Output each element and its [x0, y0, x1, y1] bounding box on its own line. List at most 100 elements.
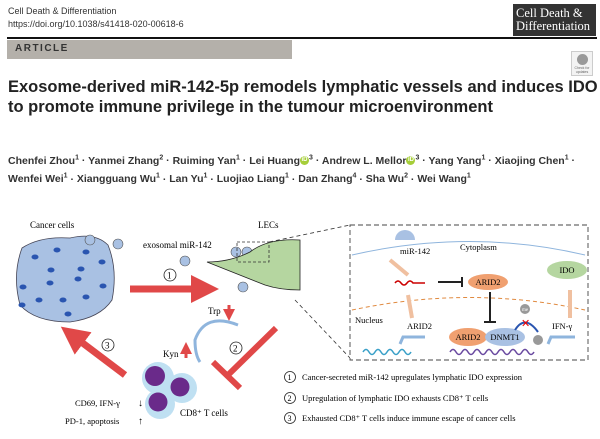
affiliation-number: 3 [415, 154, 420, 161]
cancer-cell-cluster [16, 235, 115, 323]
author-name[interactable]: Wenfei Wei [8, 173, 64, 185]
logo-line: Differentiation [516, 19, 591, 33]
ido-label: IDO [559, 265, 574, 275]
inhibit-step-2 [225, 325, 279, 378]
ido-protein [547, 261, 587, 279]
journal-name: Cell Death & Differentiation [8, 6, 117, 16]
exosome-fusing [395, 230, 415, 240]
separator: · [163, 154, 173, 167]
author[interactable]: Yang Yang1 [428, 154, 486, 167]
promoter-arrow [398, 335, 425, 345]
down-arrow-icon: ↓ [138, 398, 143, 409]
check-updates-icon [576, 54, 588, 65]
orcid-icon[interactable]: iD [300, 156, 309, 166]
author[interactable]: Sha Wu2 [365, 172, 408, 186]
article-title: Exosome-derived miR-142-5p remodels lymp… [8, 78, 598, 116]
separator: · [239, 154, 250, 167]
cytoplasm-label: Cytoplasm [460, 242, 497, 252]
author[interactable]: Luojiao Liang1 [216, 173, 289, 186]
affiliation-number: 1 [63, 172, 68, 180]
lymphatic-endothelial-cell [206, 239, 301, 291]
step-number: 1 [167, 271, 172, 281]
separator: · [485, 154, 495, 167]
ifng-label: IFN-γ [552, 321, 573, 331]
transcription-arrow [406, 294, 414, 319]
step-2-circle [229, 341, 243, 355]
legend-step-circle [284, 371, 296, 383]
zoom-region [236, 241, 270, 263]
orcid-icon[interactable]: iD [406, 156, 416, 166]
arrow-step-3 [60, 326, 128, 378]
author-name[interactable]: Yanmei Zhang [88, 154, 160, 167]
step-1-circle [163, 268, 177, 282]
author[interactable]: Xiangguang Wu1 [76, 172, 160, 186]
cd8-t-cells [142, 362, 197, 419]
author-name[interactable]: Ruiming Yan [172, 154, 236, 167]
author-list: Chenfei Zhou1 · Yanmei Zhang2 · Ruiming … [8, 150, 598, 187]
author-name[interactable]: Yang Yang [428, 154, 482, 167]
nuclear-membrane [351, 297, 586, 311]
author-name[interactable]: Xiangguang Wu [76, 173, 157, 185]
affiliation-number: 1 [156, 172, 160, 180]
author[interactable]: Chenfei Zhou1 [8, 154, 79, 167]
check-updates-label: Check for updates [574, 66, 590, 74]
check-updates-button[interactable]: Check for updates [571, 51, 593, 76]
author[interactable]: Dan Zhang4 [298, 172, 357, 186]
promoter-arrow [546, 335, 575, 345]
author-name[interactable]: Luojiao Liang [216, 173, 285, 185]
affiliation-number: 1 [75, 154, 79, 161]
separator: · [568, 154, 576, 167]
arid2-dna [362, 348, 412, 356]
step-number: 2 [233, 344, 238, 354]
author[interactable]: Ruiming Yan1 [172, 154, 240, 167]
lecs-label: LECs [258, 220, 279, 230]
affiliation-number: 1 [481, 154, 486, 161]
author[interactable]: Wenfei Wei1 [8, 172, 68, 186]
section-label: ARTICLE [7, 40, 292, 59]
header-divider [7, 37, 597, 39]
conversion-arrow [193, 319, 239, 363]
author-name[interactable]: Xiaojing Chen [494, 154, 565, 167]
affiliation-number: 1 [466, 172, 471, 180]
doi-link[interactable]: https://doi.org/10.1038/s41418-020-00618… [8, 19, 184, 29]
methylation-arrow [514, 321, 539, 333]
ido-dna [449, 348, 535, 356]
author[interactable]: Wei Wang1 [417, 172, 471, 186]
separator: · [407, 173, 418, 185]
legend-step-number: 1 [288, 373, 292, 382]
legend-text: Upregulation of lymphatic IDO exhausts C… [302, 393, 488, 403]
author-name[interactable]: Andrew L. Mellor [321, 154, 407, 167]
arid2-protein [468, 274, 508, 290]
step-number: 3 [105, 341, 110, 351]
author[interactable]: Xiaojing Chen1 [494, 154, 569, 167]
mir-release-arrow [388, 258, 410, 277]
trp-label: Trp [208, 306, 221, 316]
affiliation-number: 2 [159, 154, 164, 161]
affiliation-number: 1 [203, 172, 208, 180]
journal-logo: Cell Death & Differentiation [513, 4, 596, 36]
author-name[interactable]: Sha Wu [365, 173, 405, 185]
legend-step-circle [284, 392, 296, 404]
nucleus-label: Nucleus [355, 315, 383, 325]
affiliation-number: 4 [352, 172, 357, 180]
pd1-apoptosis-label: PD-1, apoptosis [65, 416, 119, 426]
author-name[interactable]: Wei Wang [417, 173, 467, 185]
author[interactable]: Yanmei Zhang2 [88, 154, 164, 167]
author-name[interactable]: Lei Huang [249, 154, 300, 167]
author[interactable]: Lan Yu1 [169, 172, 208, 186]
author-name[interactable]: Lan Yu [169, 173, 204, 185]
mirna-hairpin [394, 280, 425, 286]
inhibit-bar [210, 359, 243, 391]
legend-step-circle [284, 412, 296, 424]
author-name[interactable]: Chenfei Zhou [8, 154, 76, 167]
affiliation-number: 2 [404, 172, 408, 180]
zoom-line [268, 224, 351, 243]
cancer-cells-label: Cancer cells [30, 220, 75, 230]
cd69-ifng-label: CD69, IFN-γ [75, 398, 120, 408]
legend-step-number: 3 [288, 414, 292, 423]
author-name[interactable]: Dan Zhang [298, 173, 353, 185]
